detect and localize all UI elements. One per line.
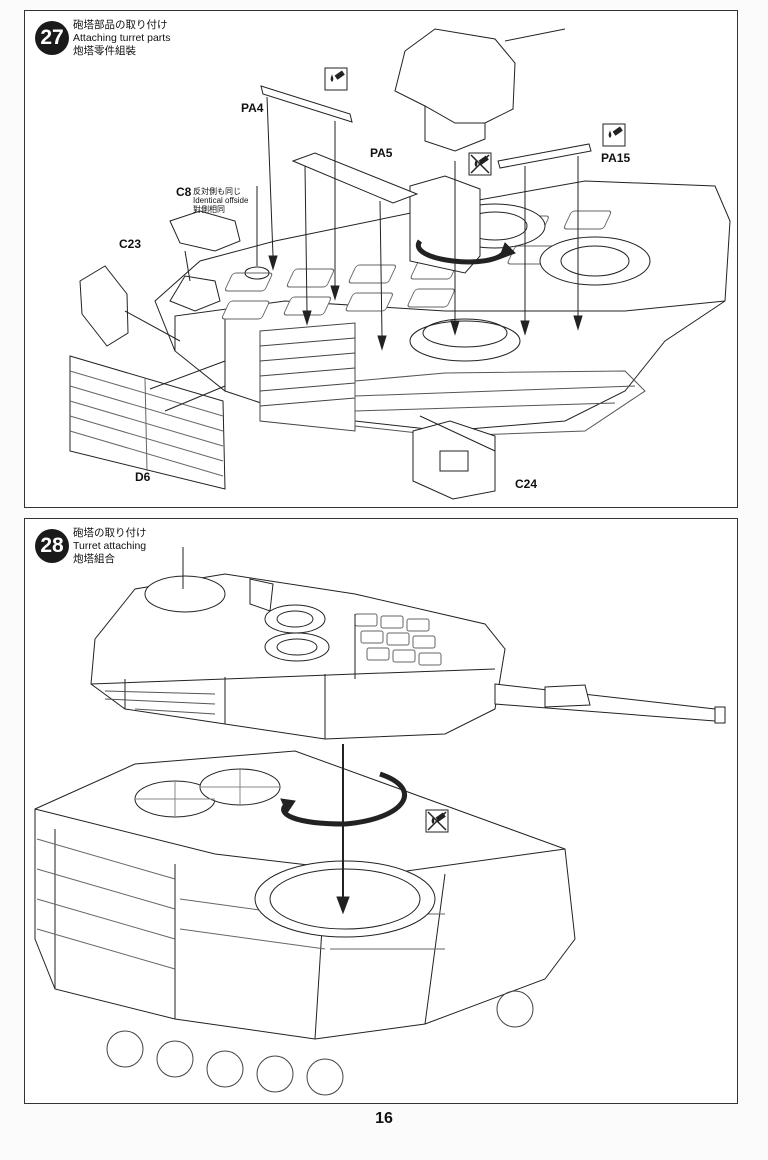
c8-note-zh: 對側相同 — [193, 205, 225, 214]
step-27-illustration — [69, 28, 731, 500]
page-number: 16 — [375, 1110, 393, 1127]
cement-icon — [324, 67, 348, 91]
step-28-title-zh: 炮塔組合 — [73, 553, 115, 565]
step-27-number: 27 — [35, 21, 69, 55]
step-28-title-ja: 砲塔の取り付け — [73, 527, 147, 539]
step-28-illustration — [34, 547, 726, 1096]
part-label-c23: C23 — [119, 237, 142, 251]
part-label-pa4: PA4 — [241, 101, 264, 115]
part-label-pa5: PA5 — [370, 146, 393, 160]
step-27-title: 砲塔部品の取り付け Attaching turret parts 炮塔零件組裝 — [73, 19, 170, 58]
step-28-number: 28 — [35, 529, 69, 563]
part-label-pa15: PA15 — [601, 151, 631, 165]
step-27-title-ja: 砲塔部品の取り付け — [73, 19, 168, 31]
c8-note: 反対側も同じ Identical offside 對側相同 — [193, 187, 248, 214]
step-28-panel: 28 砲塔の取り付け Turret attaching 炮塔組合 — [24, 518, 738, 1104]
part-label-d6: D6 — [135, 470, 151, 484]
no-cement-icon — [425, 809, 449, 833]
part-label-c24: C24 — [515, 477, 538, 491]
step-28-title-en: Turret attaching — [73, 540, 147, 552]
c8-note-en: Identical offside — [193, 196, 249, 205]
c8-note-ja: 反対側も同じ — [193, 187, 241, 196]
no-cement-icon — [468, 152, 492, 176]
cement-icon — [602, 123, 626, 147]
step-27-title-en: Attaching turret parts — [73, 32, 171, 44]
step-27-panel: 27 砲塔部品の取り付け Attaching turret parts 炮塔零件… — [24, 10, 738, 508]
step-27-title-zh: 炮塔零件組裝 — [73, 45, 136, 57]
step-28-title: 砲塔の取り付け Turret attaching 炮塔組合 — [73, 527, 147, 566]
part-label-c8: C8 — [176, 185, 192, 199]
